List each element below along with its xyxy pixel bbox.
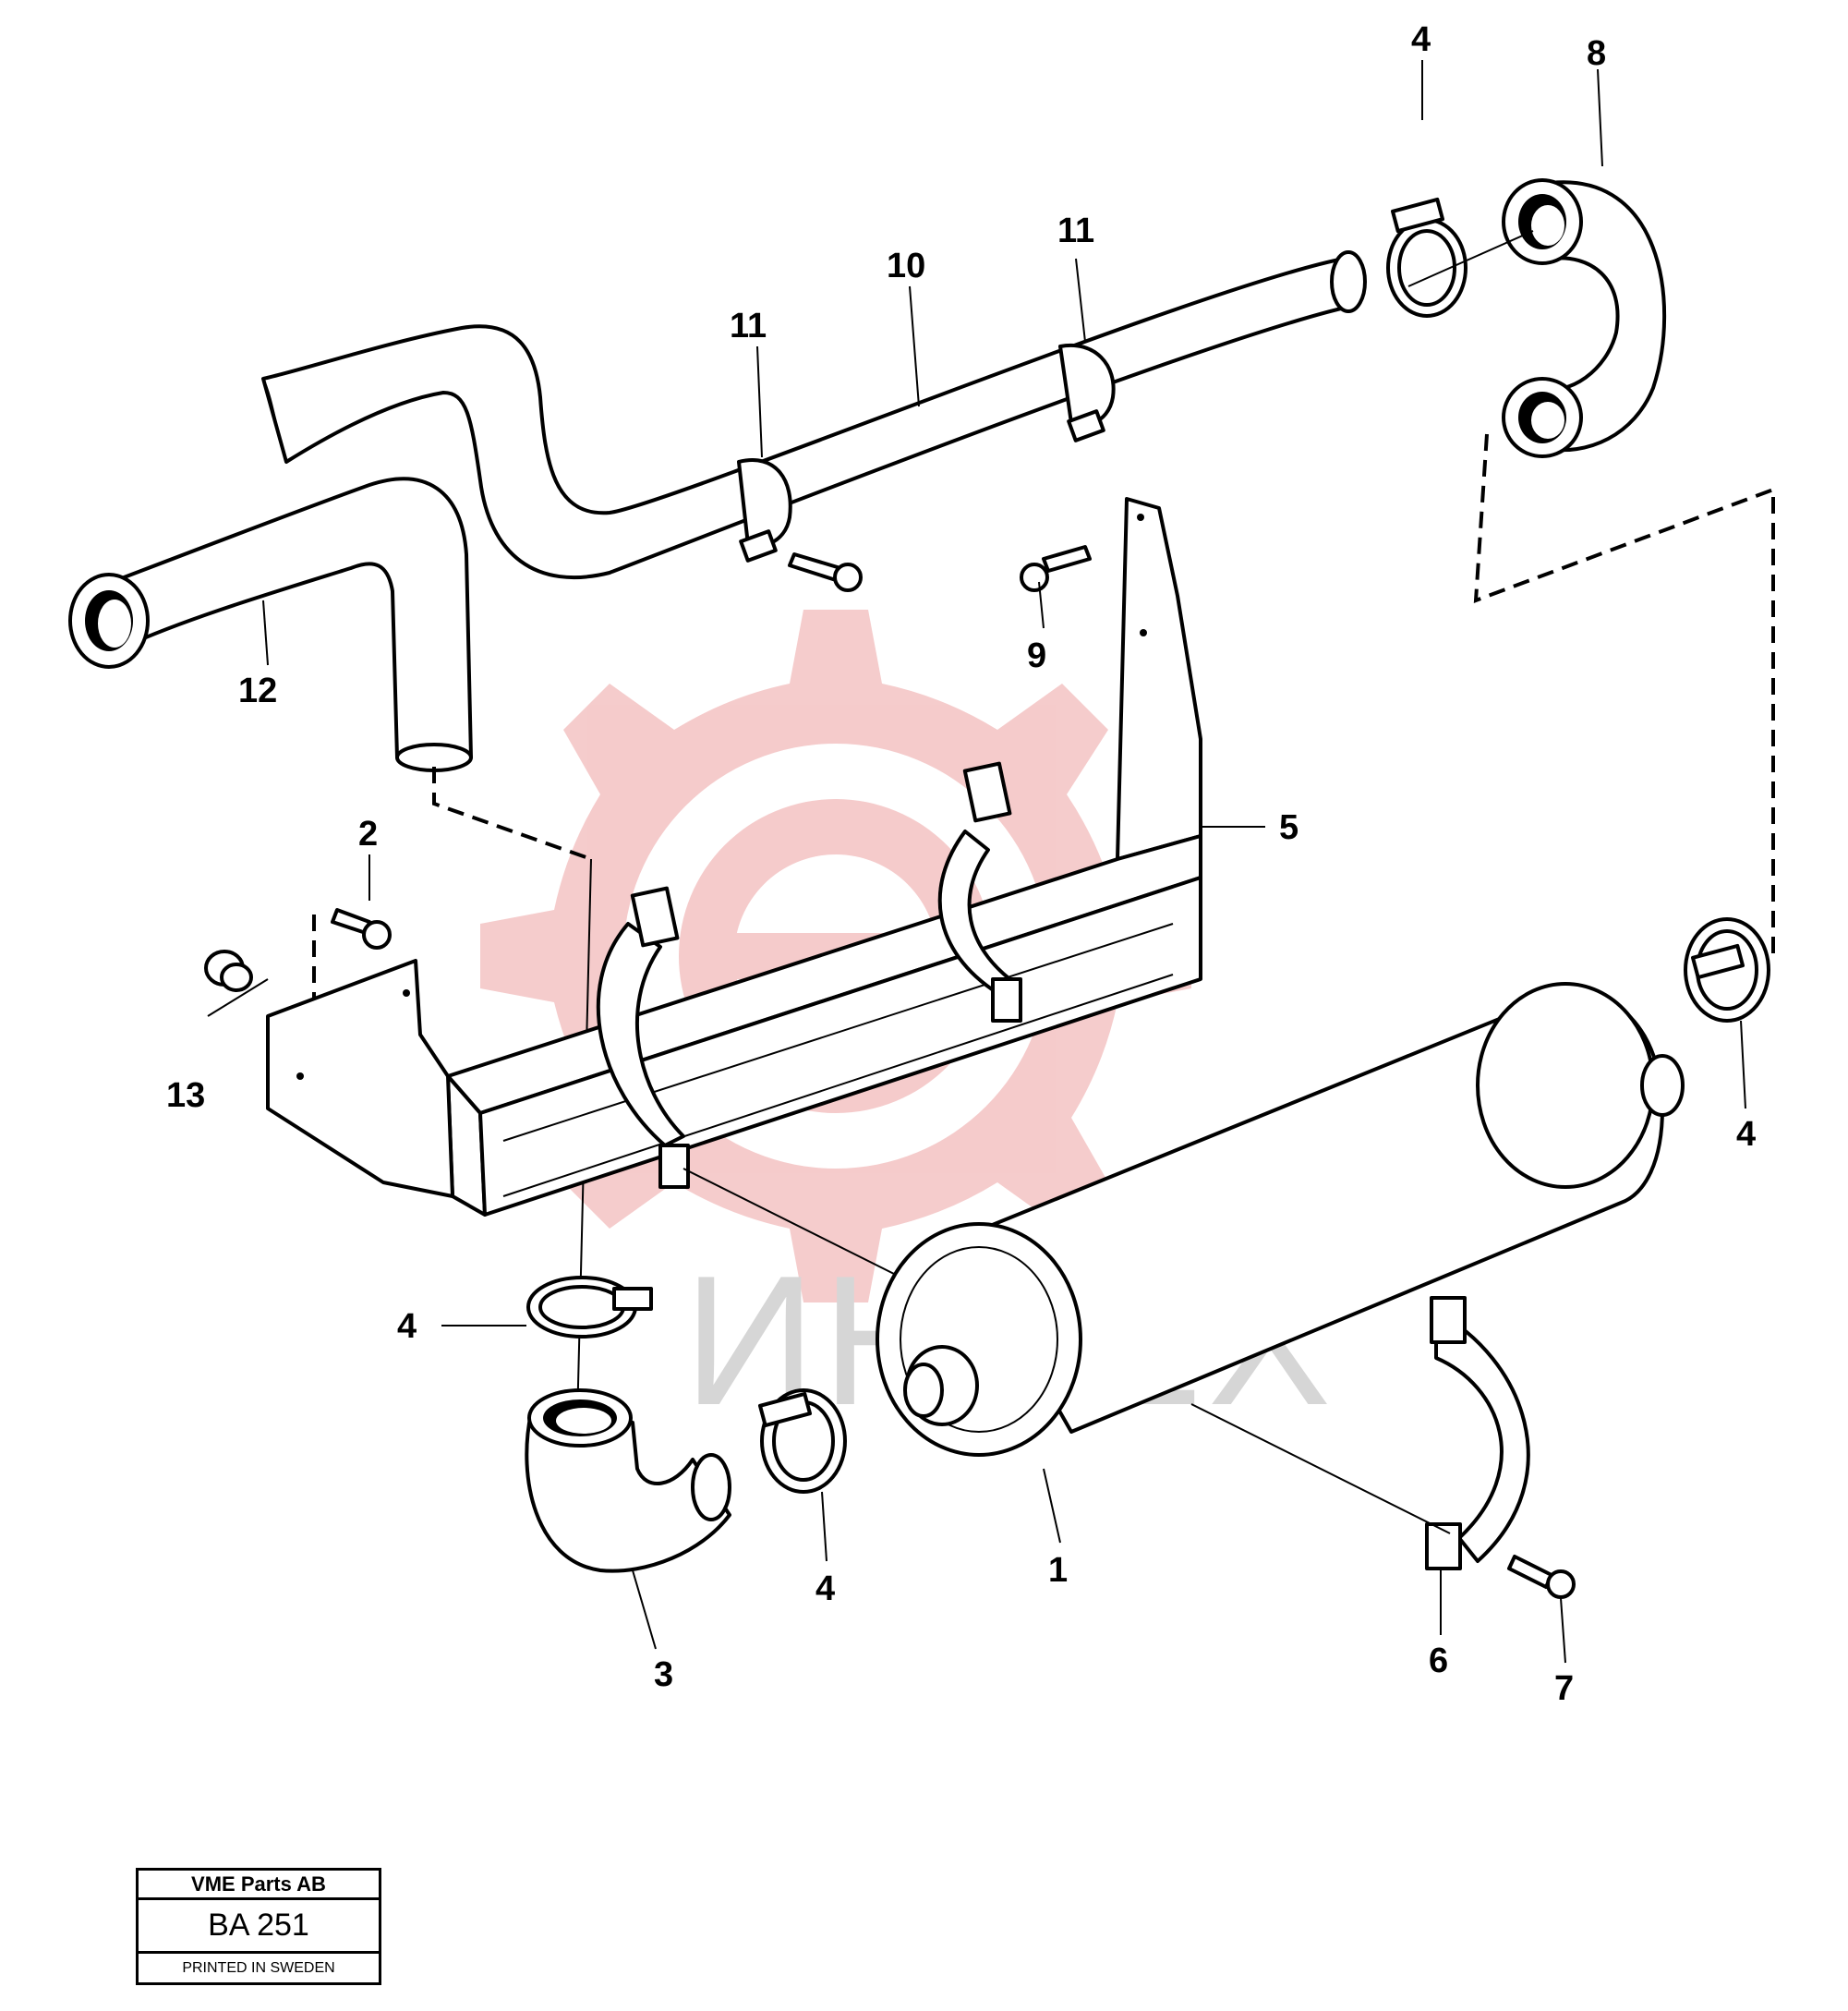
hose-clamp-top <box>1386 197 1468 318</box>
leader-lines <box>207 60 1746 1664</box>
hose-3 <box>525 1388 731 1573</box>
callout-4-right: 4 <box>1736 1115 1756 1154</box>
spacer-13 <box>204 950 253 992</box>
printed-note: PRINTED IN SWEDEN <box>182 1959 335 1976</box>
callout-12: 12 <box>238 672 277 710</box>
hose-clamp-lower-left <box>526 1276 653 1339</box>
callout-2: 2 <box>358 815 378 854</box>
callout-labels: 1 2 3 4 4 4 4 5 6 7 8 9 10 11 11 12 13 <box>166 20 1756 1708</box>
upper-pipe-assembly <box>68 250 1367 772</box>
company-name: VME Parts AB <box>139 1871 379 1900</box>
callout-1: 1 <box>1048 1551 1068 1590</box>
bolt-7 <box>1507 1555 1576 1599</box>
bolt-9a <box>788 552 863 592</box>
alignment-line-left <box>432 767 592 861</box>
hose-8 <box>1502 178 1667 458</box>
bolt-9b <box>1020 545 1092 592</box>
callout-3: 3 <box>654 1655 673 1694</box>
hose-clamp-lower-middle <box>758 1388 847 1494</box>
callout-4-middle: 4 <box>815 1569 835 1608</box>
callout-7: 7 <box>1554 1669 1574 1708</box>
callout-4-top: 4 <box>1411 20 1431 59</box>
callout-6: 6 <box>1429 1642 1448 1680</box>
callout-11-left: 11 <box>730 307 767 345</box>
strap-6 <box>1425 1296 1530 1570</box>
callout-13: 13 <box>166 1076 205 1115</box>
bolt-2 <box>331 908 392 950</box>
callout-8: 8 <box>1587 34 1606 73</box>
callout-5: 5 <box>1279 808 1298 847</box>
silencer-1 <box>876 982 1685 1457</box>
callout-4-left: 4 <box>397 1307 417 1346</box>
callout-11-right: 11 <box>1057 212 1094 250</box>
callout-10: 10 <box>887 247 925 285</box>
callout-9: 9 <box>1027 636 1046 675</box>
hose-clamp-right <box>1684 917 1770 1023</box>
title-block: VME Parts AB BA 251 PRINTED IN SWEDEN <box>136 1868 381 1985</box>
alignment-line-right <box>1473 433 1775 961</box>
diagram-code: BA 251 <box>139 1900 379 1954</box>
bracket-5 <box>266 497 1202 1217</box>
